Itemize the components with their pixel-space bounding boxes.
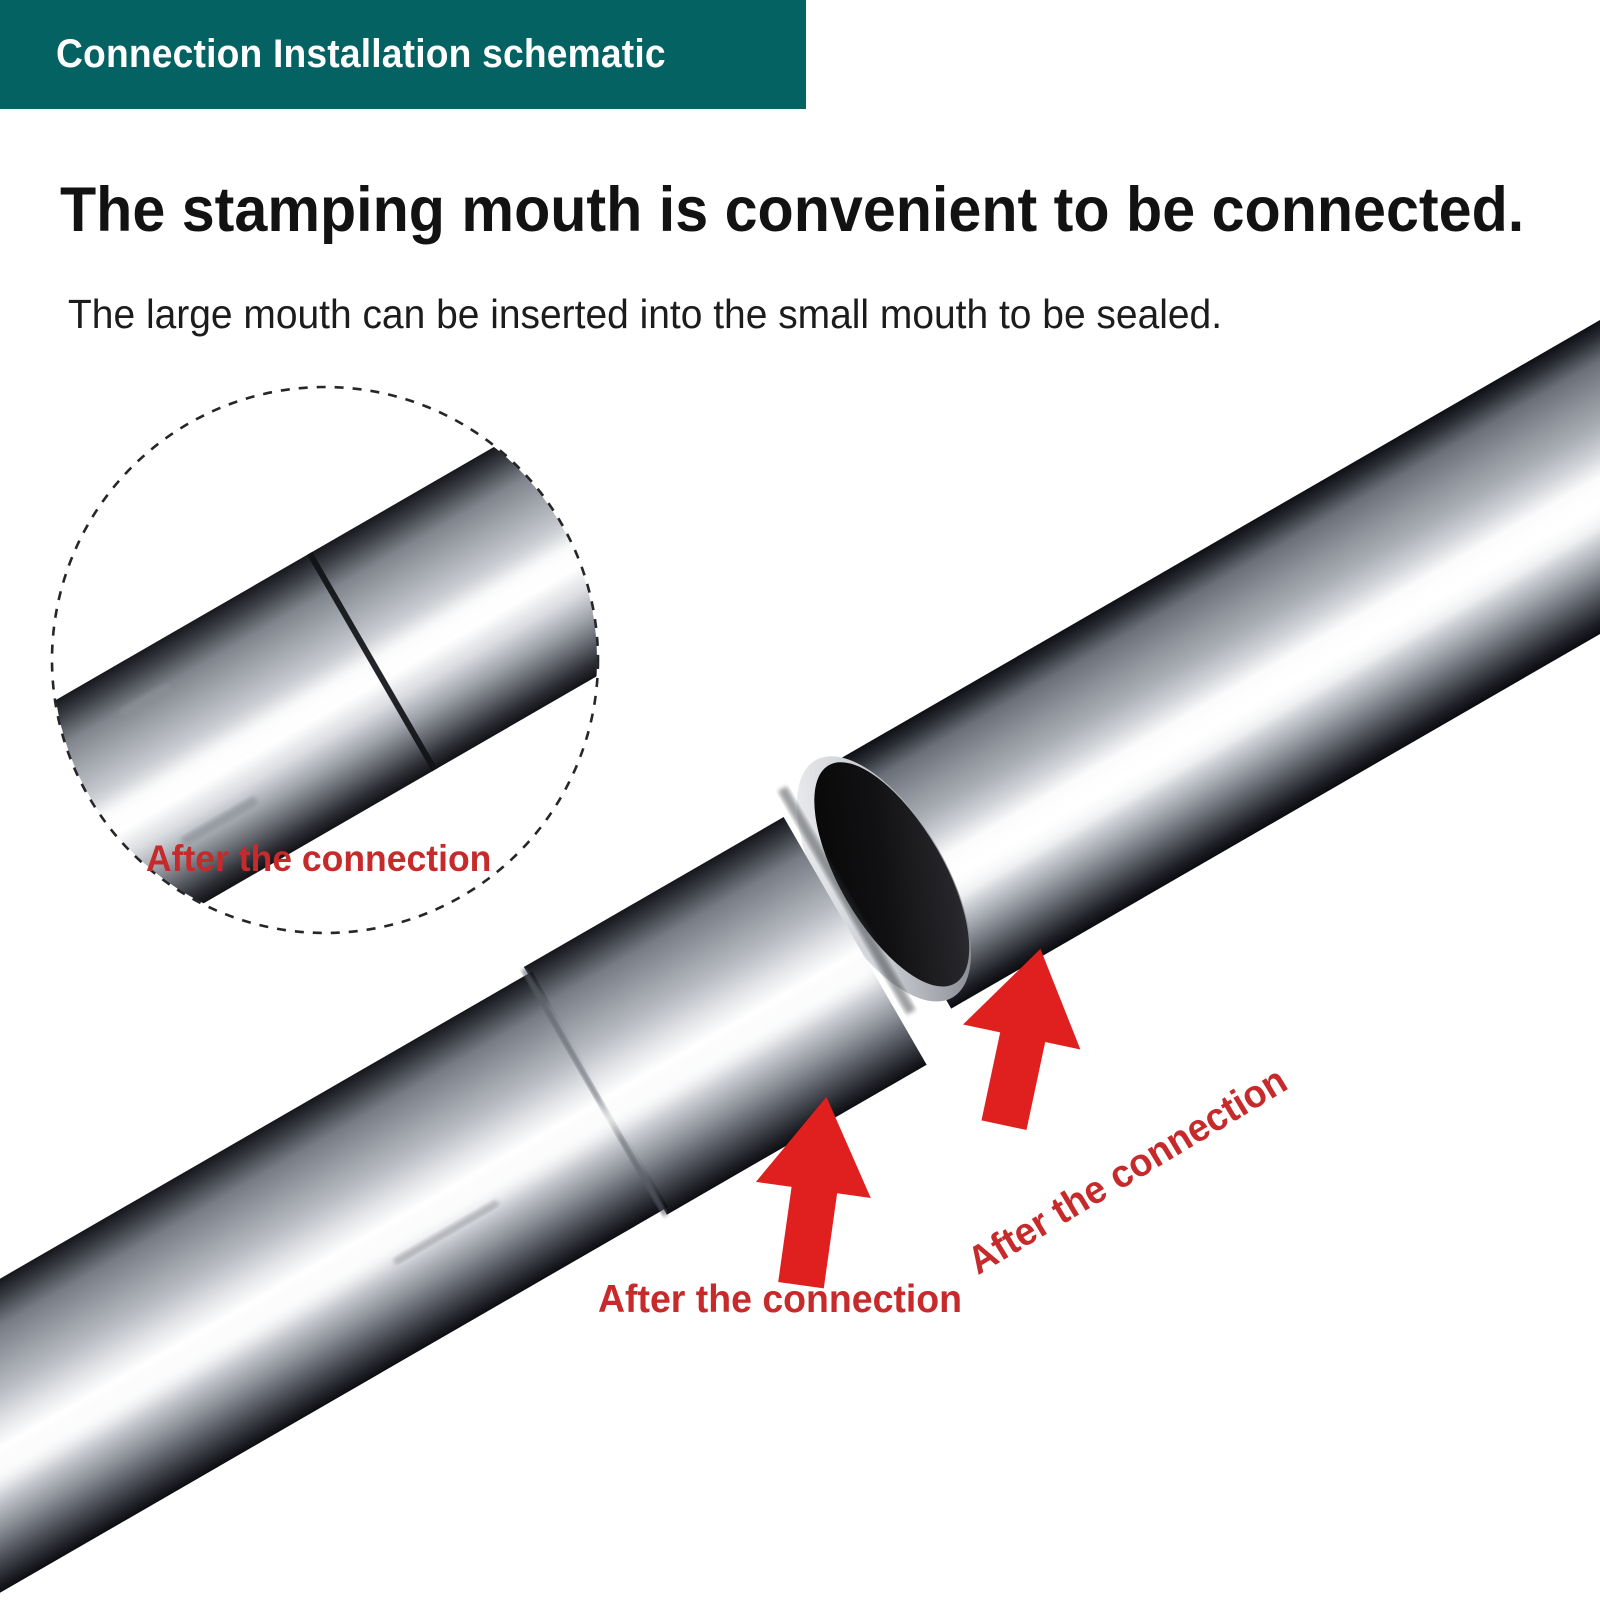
pipe-mouth-opening	[796, 756, 972, 1002]
inset-caption: After the connection	[146, 838, 492, 879]
pipe-joint-seam	[777, 786, 916, 1015]
magnified-inset	[50, 385, 600, 935]
banner-title: Connection Installation schematic	[56, 32, 666, 76]
arrow-up-icon-right	[963, 948, 1081, 1130]
pipe-segment-upper-right	[815, 248, 1600, 1009]
header-banner: Connection Installation schematic	[0, 0, 806, 109]
annotation-label-bottom: After the connection	[598, 1278, 963, 1321]
arrow-up-icon-left	[755, 1096, 871, 1289]
pipe-segment-lower-left	[0, 817, 927, 1600]
annotation-label-diagonal: After the connection	[960, 1058, 1295, 1284]
headline: The stamping mouth is convenient to be c…	[60, 175, 1525, 245]
pipe-assembly	[0, 248, 1600, 1600]
subheadline: The large mouth can be inserted into the…	[68, 291, 1223, 337]
inset-content	[53, 388, 597, 932]
